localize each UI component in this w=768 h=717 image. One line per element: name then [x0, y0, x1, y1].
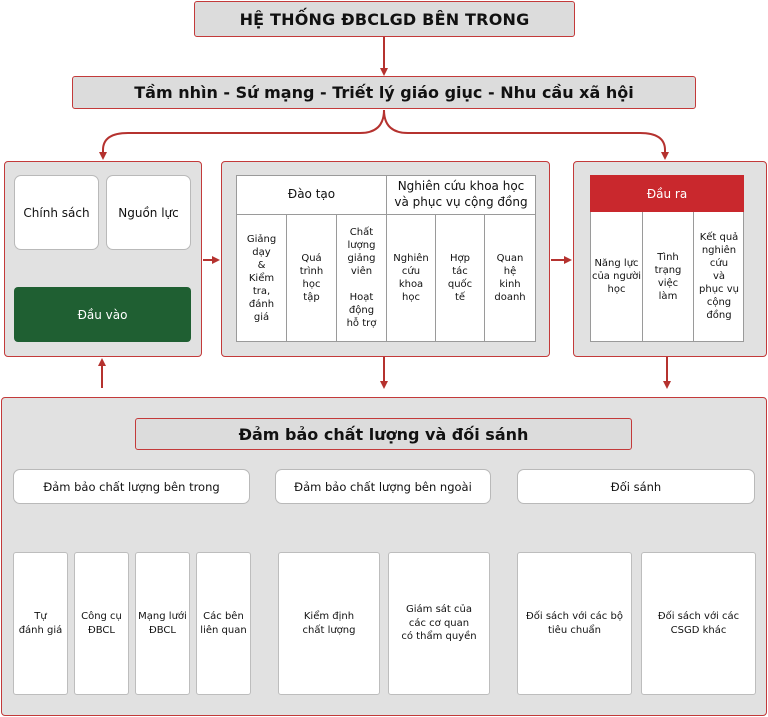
arrow-vision-to-left: [99, 109, 385, 160]
international-cooperation-cell: Hợp tác quốc tế: [447, 253, 473, 303]
vision-box: Tầm nhìn - Sứ mạng - Triết lý giáo giục …: [72, 76, 696, 109]
internal-qa-header: Đảm bảo chất lượng bên trong: [13, 469, 250, 504]
self-assessment-box: Tự đánh giá: [13, 552, 68, 695]
training-header: Đào tạo: [287, 187, 336, 202]
lecturer-quality-cell: Chất lượng giảng viên Hoạt động hỗ trợ: [346, 227, 377, 329]
benchmark-header: Đối sánh: [517, 469, 755, 504]
teaching-assessment-cell: Giảng dạy & Kiểm tra, đánh giá: [246, 233, 277, 323]
policy-label: Chính sách: [23, 205, 90, 220]
external-qa-header: Đảm bảo chất lượng bên ngoài: [275, 469, 491, 504]
external-qa-title: Đảm bảo chất lượng bên ngoài: [294, 479, 472, 494]
accreditation-label: Kiểm định chất lượng: [302, 611, 356, 636]
accreditation-box: Kiểm định chất lượng: [278, 552, 380, 695]
output-label: Đầu ra: [646, 186, 688, 201]
institutions-benchmark-box: Đối sách với các CSGD khác: [641, 552, 756, 695]
standards-benchmark-box: Đối sách với các bộ tiêu chuẩn: [517, 552, 632, 695]
stakeholders-box: Các bên liên quan: [196, 552, 251, 695]
learning-process-cell: Quá trình học tập: [299, 253, 324, 303]
standards-benchmark-label: Đối sách với các bộ tiêu chuẩn: [526, 611, 623, 636]
policy-box: Chính sách: [14, 175, 99, 250]
benchmark-title: Đối sánh: [610, 479, 662, 494]
qa-tools-label: Công cụ ĐBCL: [81, 611, 122, 636]
system-title-box: HỆ THỐNG ĐBCLGD BÊN TRONG: [194, 1, 575, 37]
employment-status-cell: Tình trạng việc làm: [654, 251, 682, 302]
internal-qa-title: Đảm bảo chất lượng bên trong: [43, 479, 220, 494]
vision-title: Tầm nhìn - Sứ mạng - Triết lý giáo giục …: [134, 83, 634, 102]
qa-title-box: Đảm bảo chất lượng và đối sánh: [135, 418, 632, 450]
institutions-benchmark-label: Đối sách với các CSGD khác: [657, 611, 740, 636]
learner-competence-cell: Năng lực của người học: [591, 258, 642, 295]
stakeholders-label: Các bên liên quan: [200, 611, 247, 636]
resources-box: Nguồn lực: [106, 175, 191, 250]
system-title: HỆ THỐNG ĐBCLGD BÊN TRONG: [239, 9, 530, 29]
authority-supervision-box: Giám sát của các cơ quan có thẩm quyền: [388, 552, 490, 695]
qa-title: Đảm bảo chất lượng và đối sánh: [238, 424, 529, 444]
process-table: Đào tạo Nghiên cứu khoa học và phục vụ c…: [236, 175, 536, 342]
resources-label: Nguồn lực: [118, 205, 179, 220]
research-results-cell: Kết quả nghiên cứu và phục vụ cộng đồng: [699, 232, 739, 321]
qa-network-label: Mạng lưới ĐBCL: [138, 611, 187, 636]
input-label: Đầu vào: [77, 307, 128, 322]
output-table: Năng lực của người học Tình trạng việc l…: [590, 212, 744, 342]
qa-network-box: Mạng lưới ĐBCL: [135, 552, 190, 695]
research-header: Nghiên cứu khoa học và phục vụ cộng đồng: [394, 179, 528, 209]
scientific-research-cell: Nghiên cứu khoa học: [393, 253, 429, 303]
input-box: Đầu vào: [14, 287, 191, 342]
output-header: Đầu ra: [590, 175, 744, 212]
qa-tools-box: Công cụ ĐBCL: [74, 552, 129, 695]
authority-supervision-label: Giám sát của các cơ quan có thẩm quyền: [401, 604, 477, 643]
arrow-vision-to-right: [383, 109, 669, 160]
business-relations-cell: Quan hệ kinh doanh: [494, 253, 526, 303]
self-assessment-label: Tự đánh giá: [18, 611, 63, 636]
